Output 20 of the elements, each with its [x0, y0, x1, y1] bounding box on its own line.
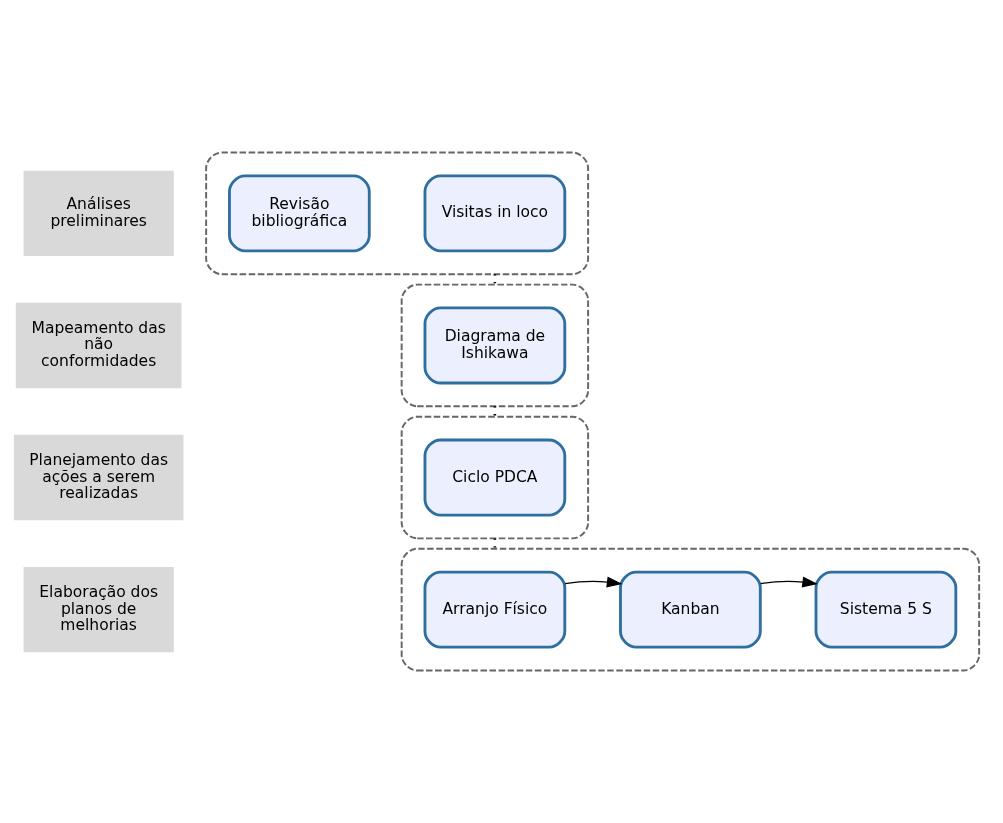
node-box: Arranjo Físico [423, 570, 566, 649]
cluster [204, 151, 589, 276]
connector [493, 406, 496, 417]
arrow [564, 576, 622, 588]
node-box: Diagrama de Ishikawa [423, 306, 566, 385]
connector [493, 538, 496, 549]
connector [493, 274, 496, 285]
cluster [400, 547, 980, 672]
node-box: Revisão bibliográfica [227, 174, 371, 253]
node-box: Sistema 5 S [814, 570, 957, 649]
cluster [400, 283, 589, 408]
cluster [400, 415, 589, 540]
arrow [759, 576, 818, 588]
node-box: Ciclo PDCA [423, 438, 566, 517]
node-box: Planejamento das ações a serem realizadas [13, 434, 183, 521]
node-box: Visitas in loco [423, 174, 566, 253]
node-box: Análises preliminares [23, 170, 174, 257]
node-box: Mapeamento das não conformidades [15, 302, 182, 389]
node-box: Elaboração dos planos de melhorias [23, 566, 174, 653]
node-box: Kanban [618, 570, 762, 649]
